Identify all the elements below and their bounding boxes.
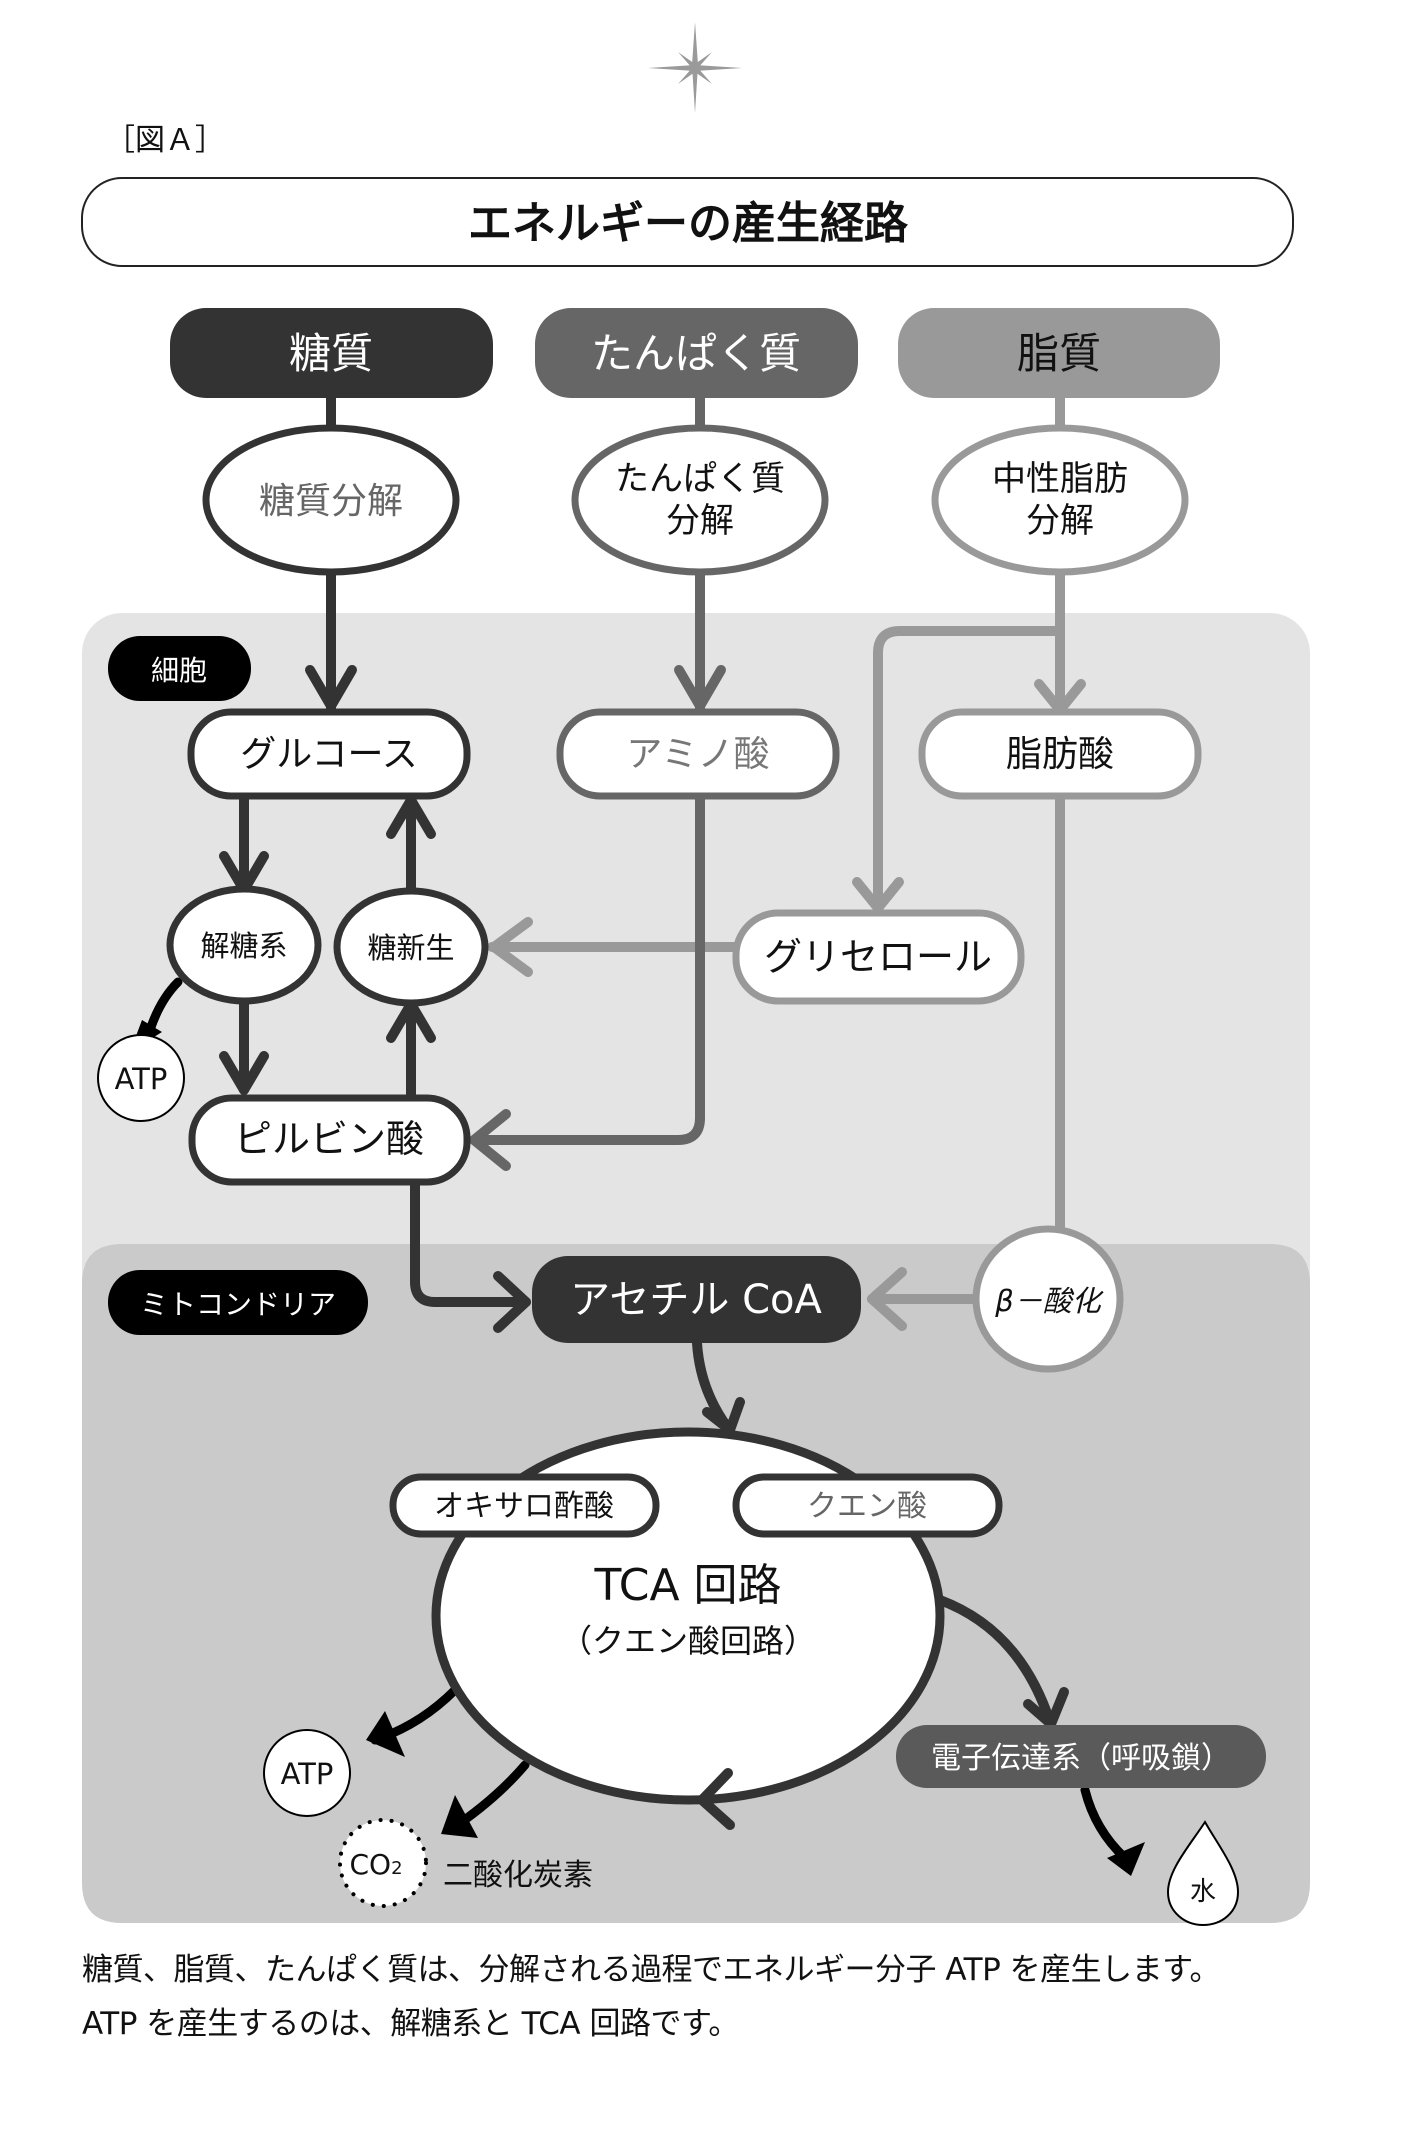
mitochondria-region-label — [108, 1270, 368, 1335]
source-carb-label: 糖質 — [289, 329, 373, 378]
process-lipid-label-line1: 中性脂肪 — [992, 459, 1128, 499]
node-beta-oxidation-label: β－酸化 — [994, 1284, 1104, 1318]
atp-tca-label: ATP — [281, 1757, 334, 1791]
node-fatty-acid-label: 脂肪酸 — [1006, 734, 1114, 775]
arrowhead — [441, 1795, 478, 1838]
co2-subscript: 2 — [391, 1858, 402, 1879]
page-title: エネルギーの産生経路 — [468, 198, 909, 249]
node-glycolysis — [166, 885, 322, 1005]
atp-glycolysis — [97, 1034, 185, 1122]
process-protein-breakdown — [571, 424, 829, 576]
arrow-pyruvate-to-acetyl-coa — [410, 1177, 531, 1307]
arrowhead — [1107, 1842, 1145, 1876]
sparkle-icon — [648, 22, 742, 113]
node-acetyl-coa — [532, 1256, 861, 1343]
node-gluconeogenesis — [333, 887, 489, 1007]
cell-label-text: 細胞 — [151, 654, 207, 687]
atp-glycolysis-label: ATP — [115, 1062, 168, 1096]
node-gluconeogenesis-label: 糖新生 — [367, 931, 454, 965]
arrow-glycolysis-to-atp — [145, 977, 183, 1035]
co2-formula: CO — [349, 1848, 391, 1881]
arrow-lipid-to-glycerol — [873, 626, 1065, 911]
node-glycolysis-label: 解糖系 — [200, 929, 287, 963]
node-glucose-label: グルコース — [240, 734, 417, 775]
water-drop-icon — [1166, 1820, 1240, 1927]
process-carb-label: 糖質分解 — [259, 481, 403, 522]
source-lipid — [898, 308, 1220, 398]
node-glycerol-label: グリセロール — [764, 935, 992, 979]
title-box — [81, 177, 1294, 267]
arrowhead — [366, 1711, 405, 1757]
node-glucose — [187, 708, 471, 800]
arrowhead — [674, 665, 726, 711]
node-electron-transport-chain — [896, 1725, 1266, 1788]
caption-line-2: ATP を産生するのは、解糖系と TCA 回路です。 — [82, 2006, 739, 2042]
tca-title: TCA 回路 — [593, 1560, 781, 1611]
caption-line-1: 糖質、脂質、たんぱく質は、分解される過程でエネルギー分子 ATP を産生します。 — [82, 1952, 1221, 1988]
figure-label: ［図Ａ］ — [105, 123, 225, 158]
atp-tca — [263, 1729, 351, 1817]
arrowhead — [386, 795, 436, 839]
node-citrate — [732, 1473, 1003, 1538]
source-lipid-label: 脂質 — [1017, 329, 1101, 378]
co2-bubble — [338, 1818, 428, 1908]
node-citrate-label: クエン酸 — [807, 1489, 927, 1524]
node-acetyl-coa-label: アセチル CoA — [570, 1277, 822, 1323]
node-amino-acid-label: アミノ酸 — [626, 734, 769, 775]
source-protein-label: たんぱく質 — [591, 329, 801, 378]
process-lipid-breakdown — [931, 424, 1189, 576]
node-oxaloacetate-label: オキサロ酢酸 — [434, 1489, 614, 1524]
node-beta-oxidation — [972, 1225, 1124, 1373]
arrowhead — [469, 1109, 511, 1171]
arrowhead — [305, 665, 357, 711]
node-fatty-acid — [918, 708, 1202, 800]
process-protein-label-line2: 分解 — [666, 501, 734, 541]
node-amino-acid — [556, 708, 840, 800]
process-lipid-label-line2: 分解 — [1026, 501, 1094, 541]
arrow-tca-to-etc — [935, 1595, 1055, 1727]
water-label: 水 — [1190, 1877, 1216, 1907]
cell-region-label — [108, 636, 251, 701]
arrowhead — [219, 1051, 269, 1095]
arrowhead — [852, 877, 904, 913]
arrowhead — [1023, 1687, 1069, 1729]
tca-subtitle: （クエン酸回路） — [560, 1622, 816, 1660]
source-protein — [535, 308, 858, 398]
tca-cycle-direction-arrowhead — [694, 1768, 735, 1830]
source-carb — [170, 308, 493, 398]
node-pyruvate — [188, 1094, 471, 1186]
node-pyruvate-label: ピルビン酸 — [234, 1117, 424, 1161]
arrow-amino-to-pyruvate — [470, 791, 705, 1145]
process-carb-breakdown — [202, 424, 460, 576]
arrow-etc-to-water — [1080, 1785, 1130, 1863]
co2-name: 二酸化炭素 — [443, 1858, 593, 1893]
arrowhead — [493, 1271, 531, 1333]
arrowhead — [867, 1267, 907, 1331]
arrowhead — [702, 1397, 745, 1435]
process-protein-label-line1: たんぱく質 — [615, 459, 785, 499]
co2-label: CO2 — [349, 1848, 402, 1881]
node-oxaloacetate — [389, 1473, 660, 1538]
arrowhead — [489, 917, 533, 977]
mitochondria-label-text: ミトコンドリア — [140, 1288, 336, 1321]
node-etc-label: 電子伝達系（呼吸鎖） — [931, 1741, 1231, 1776]
node-glycerol — [732, 909, 1025, 1005]
